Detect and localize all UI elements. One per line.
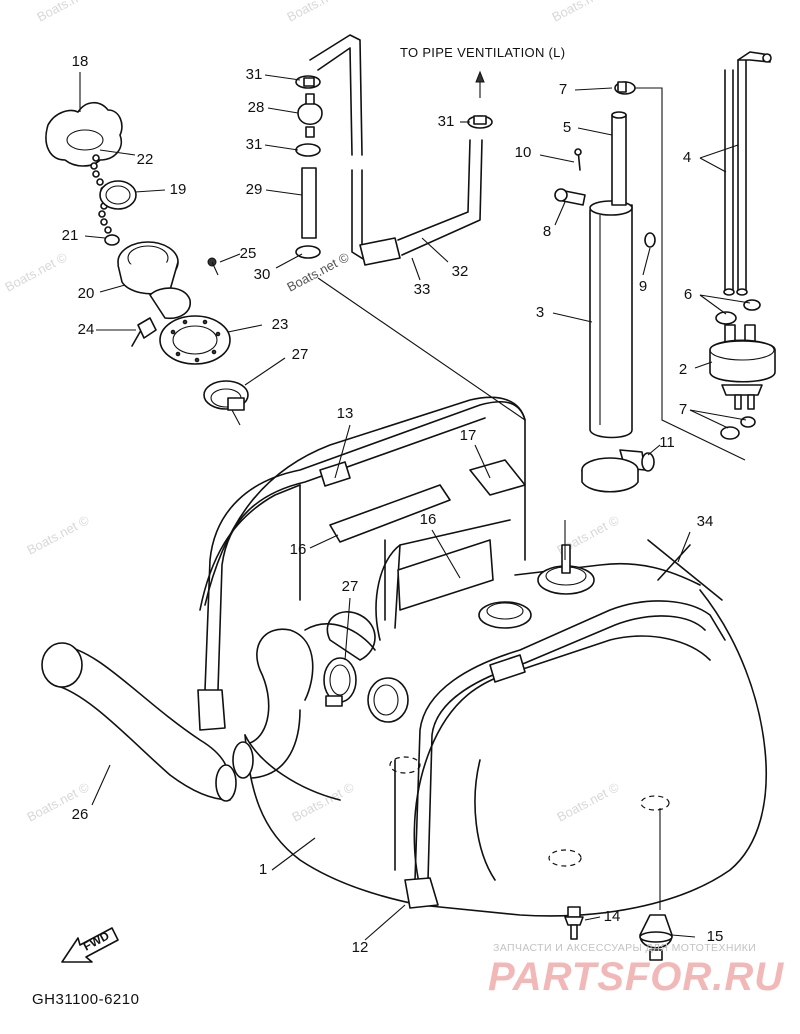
callout-4: 4 <box>683 149 691 166</box>
filler-hose <box>41 623 376 802</box>
callout-31: 31 <box>438 113 455 130</box>
callout-3: 3 <box>536 304 544 321</box>
vent-line <box>295 34 526 421</box>
brand-watermark: ЗАПЧАСТИ И АКСЕССУАРЫ ДЛЯ МОТОТЕХНИКИ PA… <box>488 942 784 999</box>
callout-6: 6 <box>684 286 692 303</box>
callout-26: 26 <box>72 806 89 823</box>
callout-24: 24 <box>78 321 95 338</box>
hose-clamp-lower <box>323 657 409 723</box>
callout-32: 32 <box>452 263 469 280</box>
callout-2: 2 <box>679 361 687 378</box>
callout-10: 10 <box>515 144 532 161</box>
callout-29: 29 <box>246 181 263 198</box>
callout-14: 14 <box>604 908 621 925</box>
callout-31: 31 <box>246 66 263 83</box>
callout-9: 9 <box>639 278 647 295</box>
callout-12: 12 <box>352 939 369 956</box>
arrow-marker-34 <box>647 531 723 601</box>
callout-18: 18 <box>72 53 89 70</box>
watermark: Boats.net © <box>2 249 70 294</box>
callout-17: 17 <box>460 427 477 444</box>
leader-lines <box>79 72 751 941</box>
watermark: Boats.net © <box>289 779 357 824</box>
watermark: Boats.net © <box>284 0 352 25</box>
vent-valve-assembly <box>709 51 776 440</box>
callout-11: 11 <box>659 434 675 451</box>
tank-labels <box>329 459 526 611</box>
callout-8: 8 <box>543 223 551 240</box>
brand-name: PARTSFOR.RU <box>488 955 784 999</box>
tank-straps <box>197 401 726 909</box>
fuel-pickup-assembly <box>554 81 746 560</box>
mount-hardware <box>564 906 673 961</box>
callout-19: 19 <box>170 181 187 198</box>
callout-16: 16 <box>290 541 307 558</box>
callout-22: 22 <box>137 151 154 168</box>
watermark: Boats.net © <box>24 512 92 557</box>
watermark: Boats.net © <box>549 0 617 25</box>
fuel-tank <box>199 396 768 917</box>
callout-27: 27 <box>292 346 309 363</box>
forward-direction-arrow: FWD <box>61 927 119 963</box>
brand-tagline: ЗАПЧАСТИ И АКСЕССУАРЫ ДЛЯ МОТОТЕХНИКИ <box>493 942 756 954</box>
callout-numbers: 18 22 19 21 25 20 24 23 27 31 28 31 29 3… <box>62 45 724 956</box>
callout-20: 20 <box>78 285 95 302</box>
callout-13: 13 <box>337 405 354 422</box>
callout-15: 15 <box>707 928 724 945</box>
callout-31: 31 <box>246 136 263 153</box>
watermark: Boats.net © <box>554 779 622 824</box>
callout-7: 7 <box>559 81 567 98</box>
callout-33: 33 <box>414 281 431 298</box>
callout-1: 1 <box>259 861 267 878</box>
callout-23: 23 <box>272 316 289 333</box>
callout-25: 25 <box>240 245 257 262</box>
drawing-code: GH31100-6210 <box>32 991 139 1008</box>
callout-5: 5 <box>563 119 571 136</box>
callout-21: 21 <box>62 227 79 244</box>
watermark: Boats.net © <box>34 0 102 25</box>
callout-27: 27 <box>342 578 359 595</box>
callout-34: 34 <box>697 513 714 530</box>
callout-28: 28 <box>248 99 265 116</box>
note-pipe-ventilation: TO PIPE VENTILATION (L) <box>400 45 565 60</box>
callout-7: 7 <box>679 401 687 418</box>
callout-30: 30 <box>254 266 271 283</box>
callout-16: 16 <box>420 511 437 528</box>
